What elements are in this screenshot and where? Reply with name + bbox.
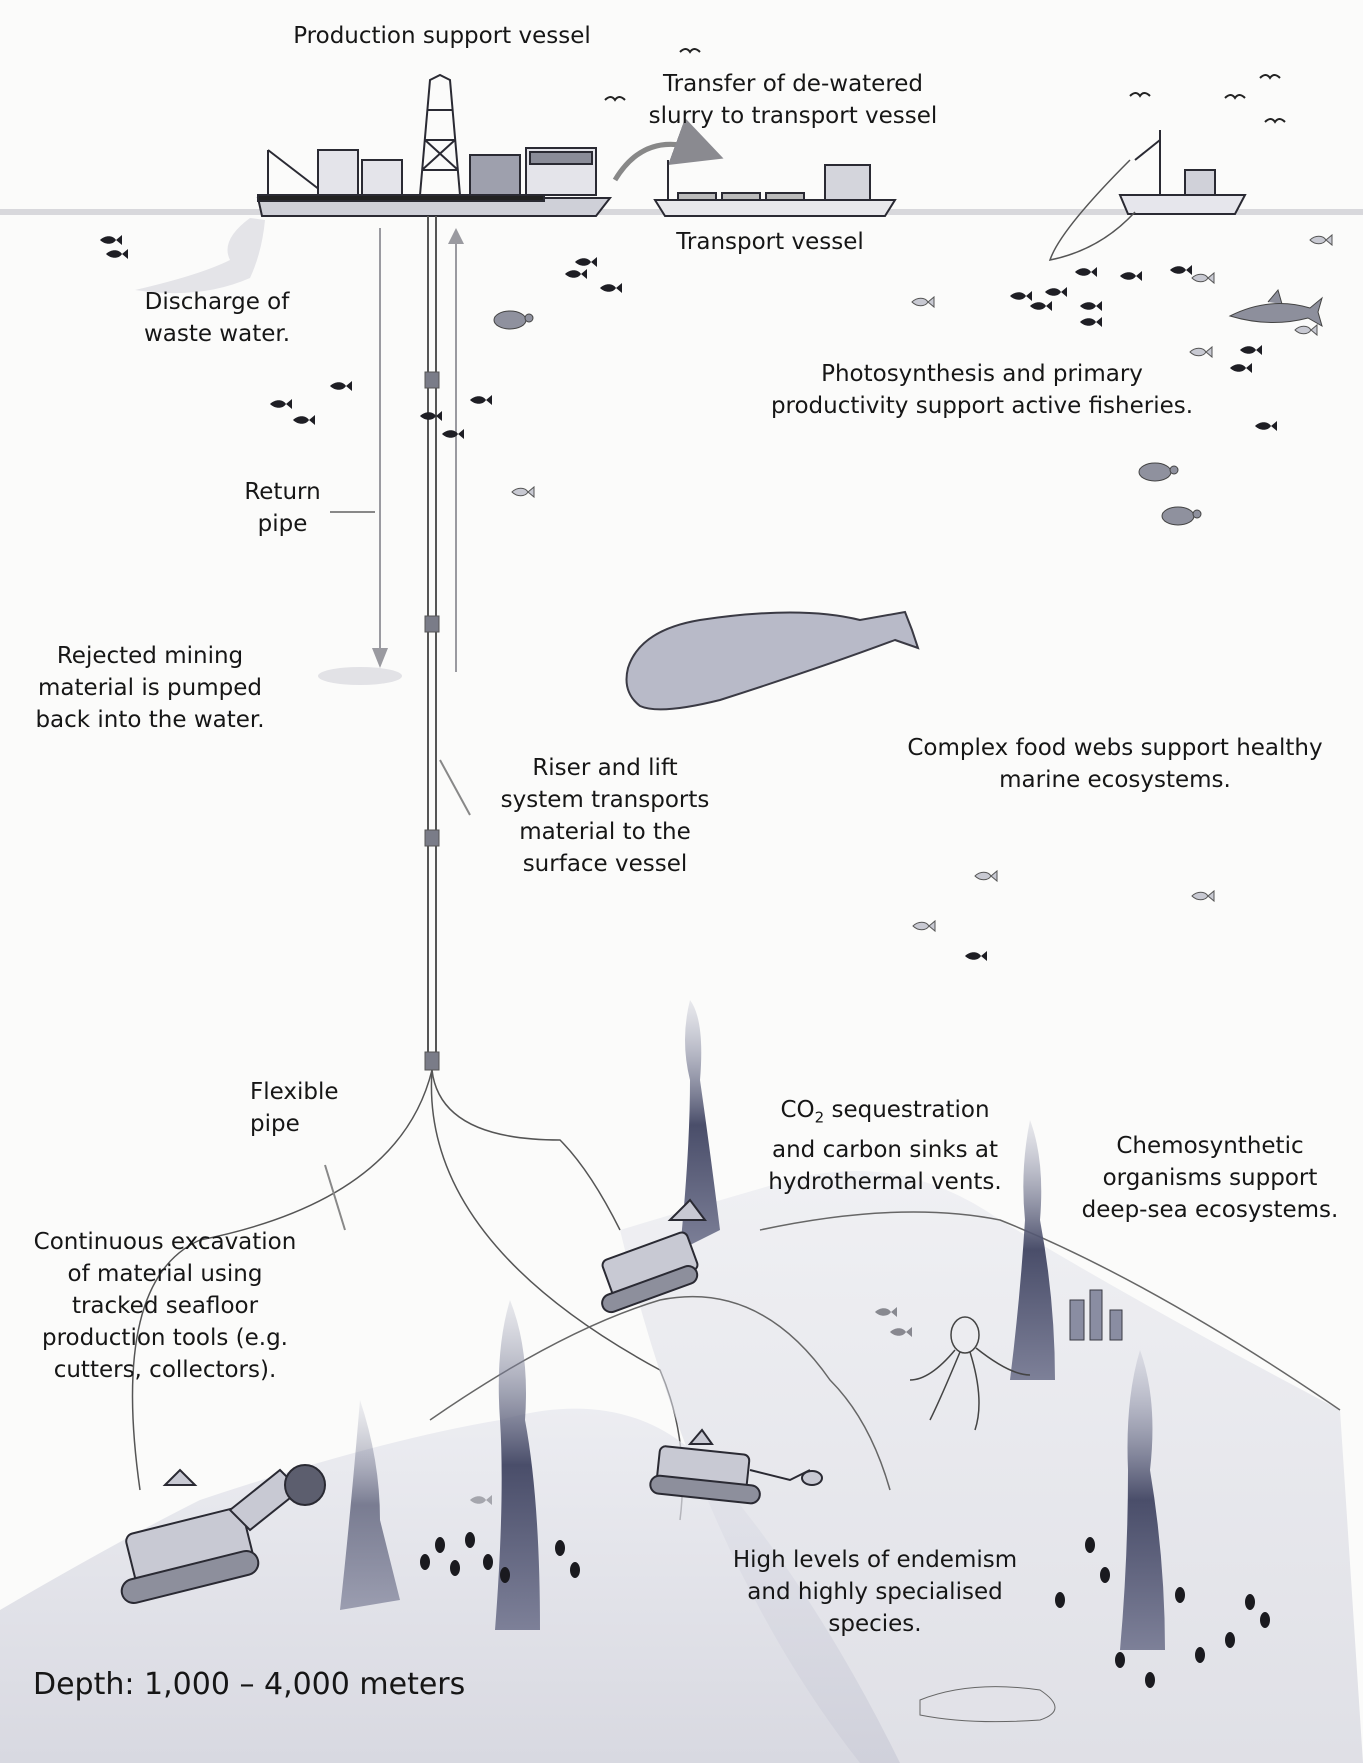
transfer-arrow: [612, 117, 724, 182]
label-transport-vessel: Transport vessel: [676, 229, 864, 255]
riser-pointer: [439, 759, 471, 816]
hydrothermal-vents: [340, 1000, 1165, 1650]
flexible-pipe-pointer: [324, 1164, 346, 1231]
label-depth: Depth: 1,000 – 4,000 meters: [33, 1667, 466, 1702]
shell-pile: [919, 1686, 1056, 1723]
label-photosynthesis: Photosynthesis and primary productivity …: [770, 361, 1194, 419]
seafloor-cutter: [120, 1464, 326, 1605]
lift-arrowhead: [448, 228, 464, 244]
vent-chimneys: [1069, 1289, 1123, 1341]
label-co2-prefix: CO: [780, 1097, 815, 1123]
label-co2-rest: sequestration and carbon sinks at hydrot…: [768, 1097, 1002, 1195]
sperm-whale: [625, 610, 920, 711]
label-co2-subscript: 2: [814, 1108, 825, 1127]
label-co2: CO2 sequestration and carbon sinks at hy…: [760, 1094, 1010, 1198]
seafloor-left: [0, 1408, 900, 1763]
rejected-material-plume: [318, 667, 402, 685]
production-support-vessel: [256, 73, 613, 217]
label-return-pipe: Return pipe: [244, 479, 321, 537]
tube-worms: [420, 1532, 1270, 1688]
label-chemosynthetic: Chemosynthetic organisms support deep-se…: [1081, 1133, 1339, 1223]
shark: [1228, 288, 1323, 328]
label-excavation: Continuous excavation of material using …: [33, 1229, 297, 1383]
label-production-vessel: Production support vessel: [293, 23, 591, 49]
riser-lift-system: [424, 216, 440, 1071]
label-endemism: High levels of endemism and highly speci…: [732, 1547, 1018, 1637]
label-discharge: Discharge of waste water.: [143, 289, 291, 347]
label-food-webs: Complex food webs support healthy marine…: [907, 735, 1323, 793]
label-riser: Riser and lift system transports materia…: [500, 755, 710, 877]
seafloor-crawler: [601, 1198, 707, 1314]
fishing-boat: [1048, 130, 1247, 261]
octopus: [909, 1316, 1031, 1431]
transport-vessel: [653, 160, 897, 217]
seafloor-outline: [429, 1296, 891, 1491]
label-rejected-material: Rejected mining material is pumped back …: [35, 643, 265, 733]
return-pipe-arrowhead: [372, 648, 388, 668]
seafloor-collector: [649, 1428, 823, 1505]
waste-water-plume: [135, 218, 265, 294]
label-transfer: Transfer of de-watered slurry to transpo…: [648, 71, 938, 129]
label-flexible-pipe: Flexible pipe: [250, 1079, 339, 1137]
